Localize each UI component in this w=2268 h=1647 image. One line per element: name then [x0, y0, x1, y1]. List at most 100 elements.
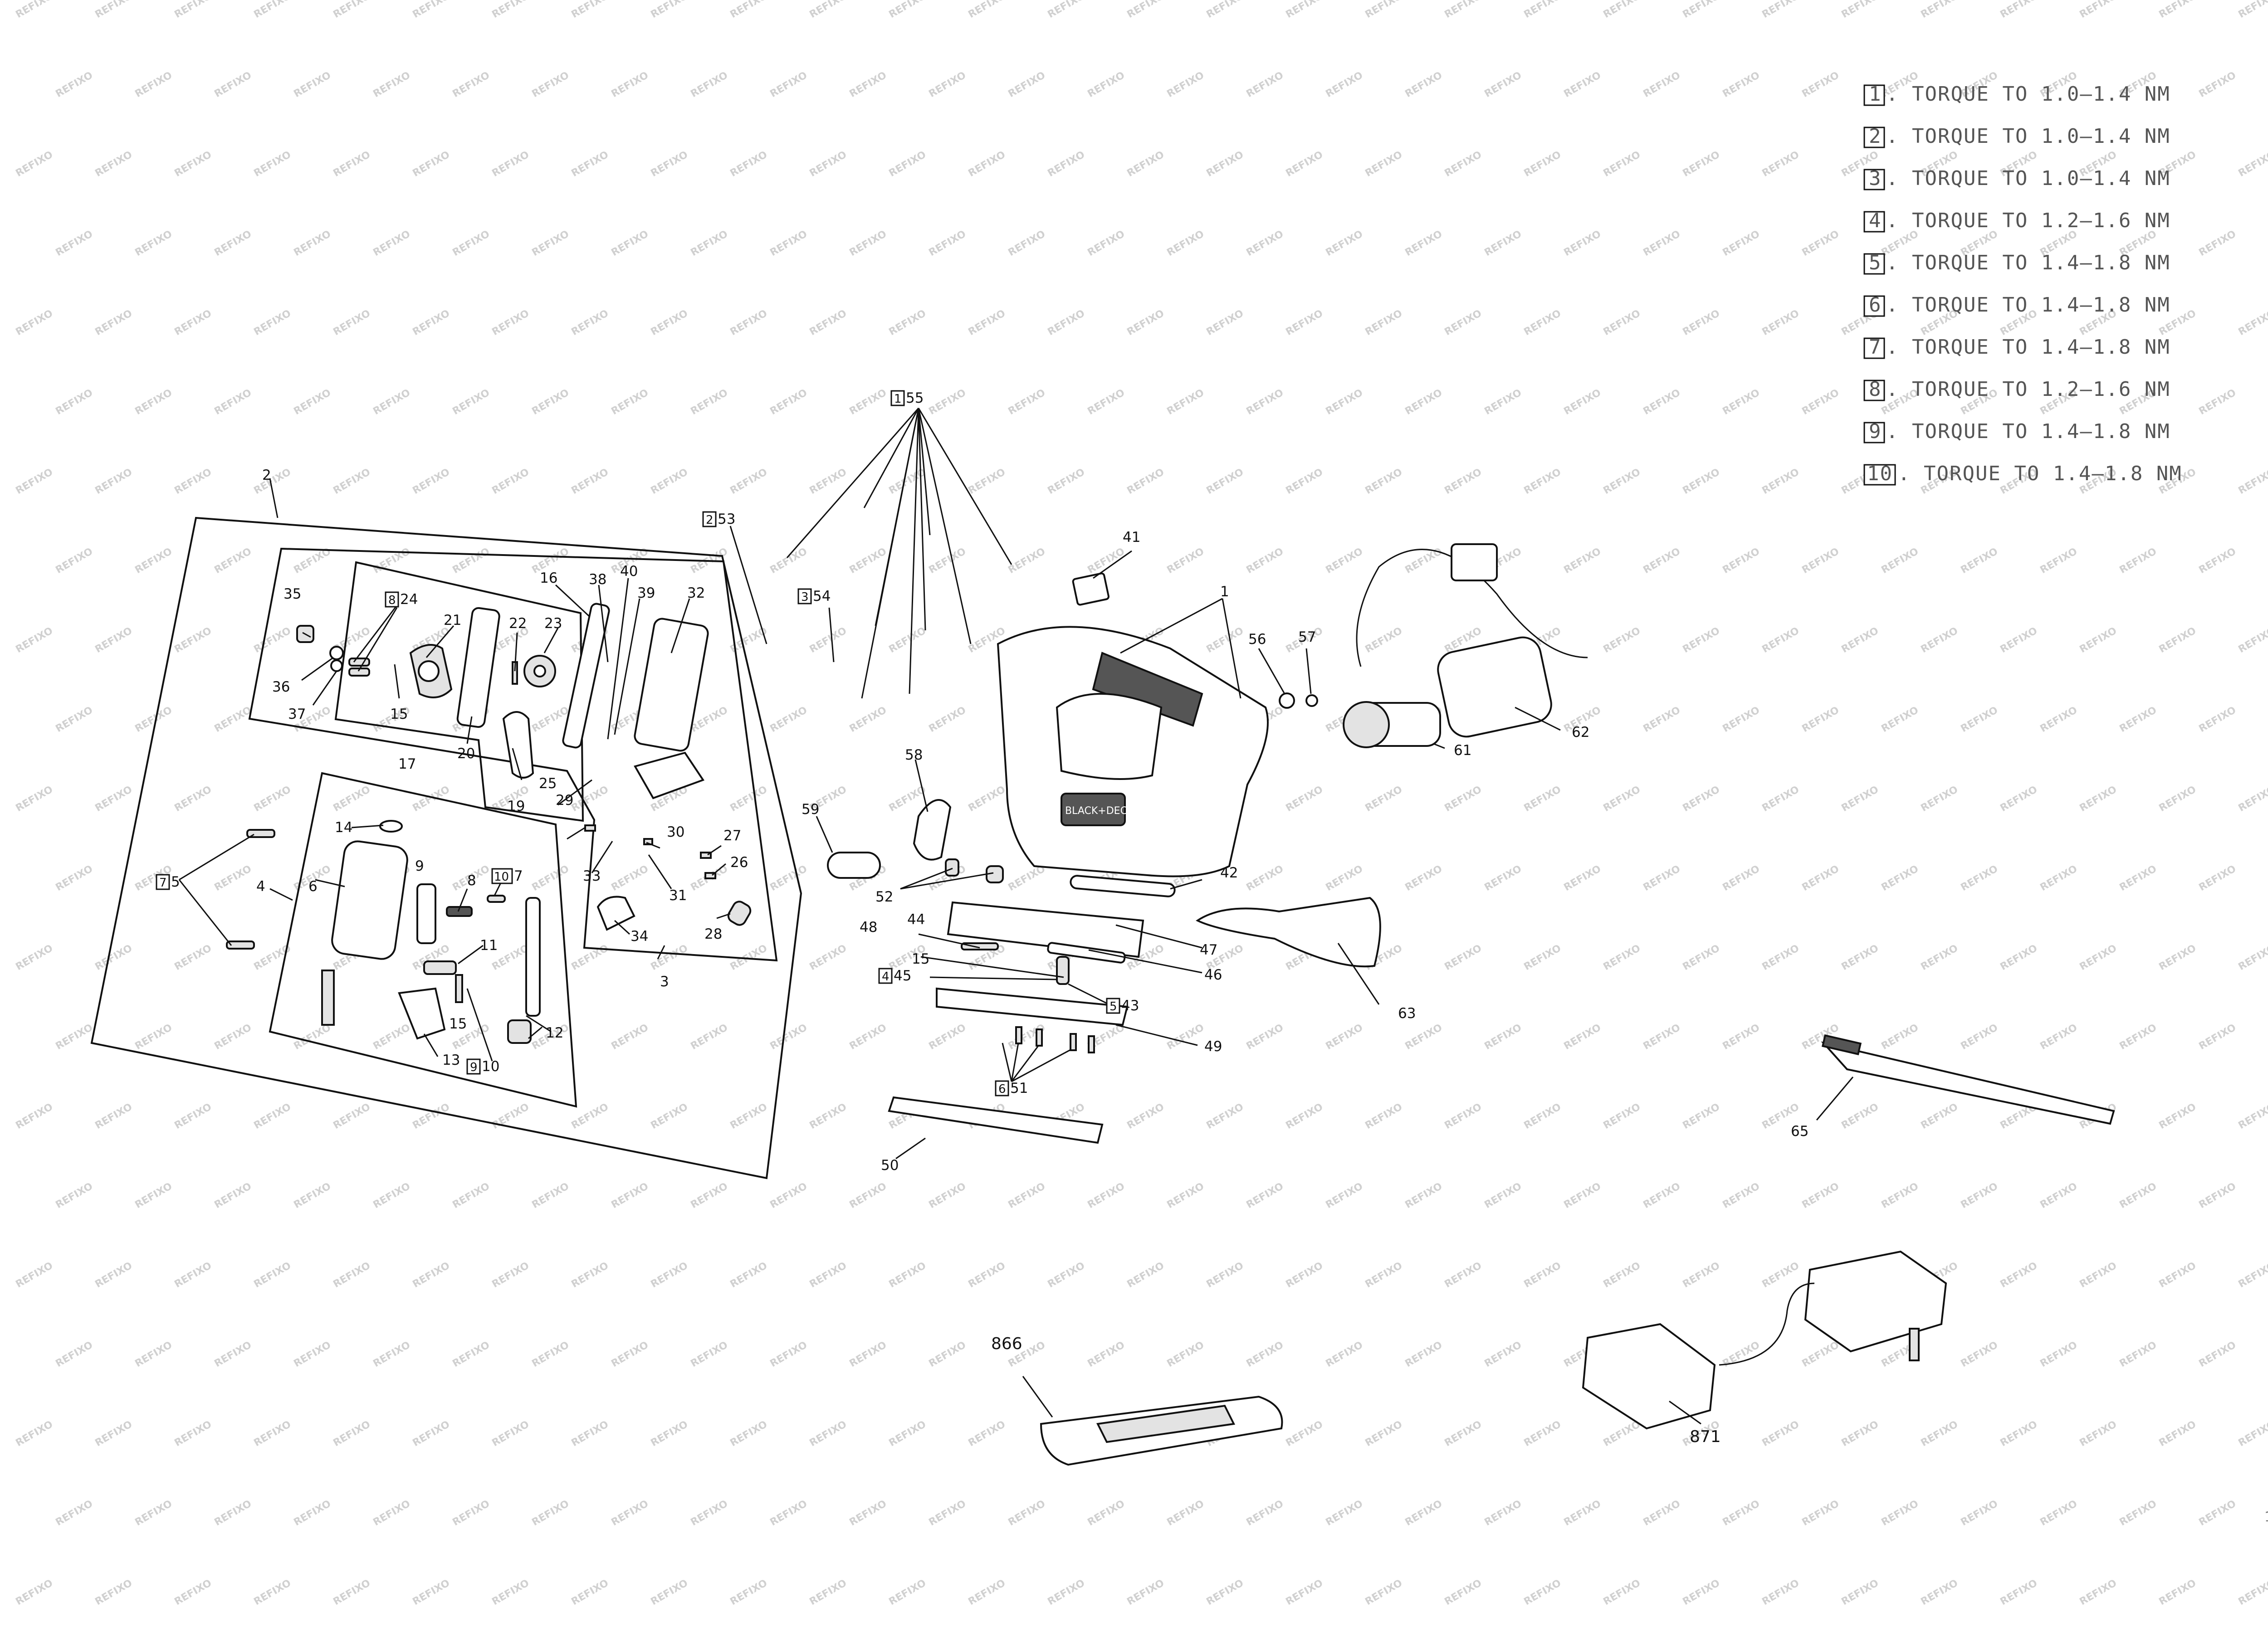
part-label: 4	[256, 878, 265, 895]
watermark-text: REFIXO	[1999, 625, 2039, 656]
watermark-text: REFIXO	[1483, 1022, 1524, 1053]
watermark-text: REFIXO	[14, 625, 55, 656]
watermark-text: REFIXO	[54, 546, 95, 576]
watermark-text: REFIXO	[1522, 1101, 1563, 1132]
torque-note-9: 9 . TORQUE TO 1.4–1.8 NM	[1863, 420, 2170, 443]
watermark-text: REFIXO	[610, 1340, 650, 1370]
watermark-text: REFIXO	[1840, 0, 1881, 20]
lens-part	[827, 852, 881, 879]
torque-marker-box	[1863, 380, 1885, 401]
watermark-text: REFIXO	[728, 467, 769, 497]
watermark-text: REFIXO	[1919, 1578, 1960, 1608]
watermark-text: REFIXO	[1800, 1340, 1841, 1370]
watermark-text: REFIXO	[1880, 705, 1921, 735]
part-label: 15	[912, 951, 929, 967]
watermark-text: REFIXO	[1125, 149, 1166, 180]
watermark-text: REFIXO	[768, 1340, 809, 1370]
watermark-text: REFIXO	[728, 1101, 769, 1132]
watermark-text: REFIXO	[1284, 0, 1325, 20]
watermark-text: REFIXO	[451, 1181, 492, 1211]
watermark-text: REFIXO	[1800, 229, 1841, 259]
watermark-text: REFIXO	[610, 1498, 650, 1529]
watermark-text: REFIXO	[808, 308, 849, 338]
torque-ref-box	[466, 1058, 481, 1075]
torque-marker-box	[1863, 211, 1885, 233]
watermark-text: REFIXO	[1602, 308, 1642, 338]
watermark-text: REFIXO	[1522, 1260, 1563, 1291]
o-ring-part	[379, 820, 403, 833]
torque-ref: 10	[494, 870, 509, 884]
watermark-text: REFIXO	[808, 1578, 849, 1608]
main-gear-hub	[533, 665, 546, 677]
watermark-text: REFIXO	[1562, 1181, 1603, 1211]
watermark-text: REFIXO	[1403, 229, 1444, 259]
watermark-text: REFIXO	[292, 387, 333, 418]
torque-marker: 2	[1869, 125, 1882, 148]
watermark-text: REFIXO	[2237, 467, 2268, 497]
part-label: 1	[1220, 584, 1229, 600]
watermark-text: REFIXO	[1919, 943, 1960, 973]
watermark-text: REFIXO	[173, 625, 214, 656]
watermark-text: REFIXO	[1880, 1498, 1921, 1529]
watermark-text: REFIXO	[213, 705, 254, 735]
torque-ref: 1	[894, 392, 902, 406]
part-label: 32	[687, 585, 705, 601]
watermark-text: REFIXO	[768, 387, 809, 418]
watermark-text: REFIXO	[1324, 1022, 1365, 1053]
watermark-text: REFIXO	[2157, 1419, 2198, 1449]
watermark-text: REFIXO	[728, 1260, 769, 1291]
watermark-text: REFIXO	[1642, 1181, 1682, 1211]
watermark-text: REFIXO	[2237, 625, 2268, 656]
watermark-text: REFIXO	[1403, 1340, 1444, 1370]
switch-cap-part	[1072, 572, 1110, 606]
watermark-text: REFIXO	[1364, 308, 1404, 338]
part-label: 17	[398, 756, 416, 772]
torque-ref-label-10: 9 10	[466, 1058, 499, 1075]
watermark-text: REFIXO	[689, 70, 730, 100]
watermark-text: REFIXO	[1165, 387, 1206, 418]
washer-part	[1279, 692, 1295, 709]
watermark-text: REFIXO	[371, 1340, 412, 1370]
watermark-text: REFIXO	[1364, 625, 1404, 656]
watermark-text: REFIXO	[14, 943, 55, 973]
part-label: 48	[860, 919, 877, 936]
part-label: 44	[907, 911, 925, 928]
watermark-text: REFIXO	[1800, 1498, 1841, 1529]
watermark-text: REFIXO	[1046, 308, 1087, 338]
watermark-text: REFIXO	[2078, 784, 2119, 814]
watermark-text: REFIXO	[2078, 1260, 2119, 1291]
watermark-text: REFIXO	[649, 467, 690, 497]
part-label: 29	[556, 792, 573, 809]
watermark-text: REFIXO	[1046, 1260, 1087, 1291]
watermark-text: REFIXO	[1999, 943, 2039, 973]
watermark-text: REFIXO	[14, 467, 55, 497]
torque-marker-box	[1863, 169, 1885, 190]
watermark-text: REFIXO	[768, 705, 809, 735]
watermark-text: REFIXO	[2078, 0, 2119, 20]
torque-ref-label-5: 7 5	[156, 874, 180, 890]
part-label: 22	[509, 615, 527, 632]
watermark-text: REFIXO	[1125, 0, 1166, 20]
watermark-text: REFIXO	[2237, 1578, 2268, 1608]
watermark-text: REFIXO	[689, 387, 730, 418]
watermark-text: REFIXO	[2157, 1101, 2198, 1132]
watermark-text: REFIXO	[1483, 70, 1524, 100]
watermark-text: REFIXO	[1602, 784, 1642, 814]
watermark-text: REFIXO	[1760, 784, 1801, 814]
watermark-text: REFIXO	[411, 784, 452, 814]
watermark-text: REFIXO	[967, 149, 1007, 180]
part-label: 16	[540, 570, 557, 586]
watermark-text: REFIXO	[570, 1260, 611, 1291]
watermark-text: REFIXO	[2237, 1101, 2268, 1132]
watermark-text: REFIXO	[451, 70, 492, 100]
watermark-text: REFIXO	[1165, 1022, 1206, 1053]
plunger-plate-part	[456, 607, 500, 728]
watermark-text: REFIXO	[133, 1498, 174, 1529]
watermark-text: REFIXO	[1959, 705, 2000, 735]
torque-ref: 2	[706, 513, 714, 527]
watermark-text: REFIXO	[2237, 308, 2268, 338]
watermark-text: REFIXO	[93, 149, 134, 180]
part-label: 7	[514, 868, 523, 884]
watermark-text: REFIXO	[1443, 149, 1484, 180]
